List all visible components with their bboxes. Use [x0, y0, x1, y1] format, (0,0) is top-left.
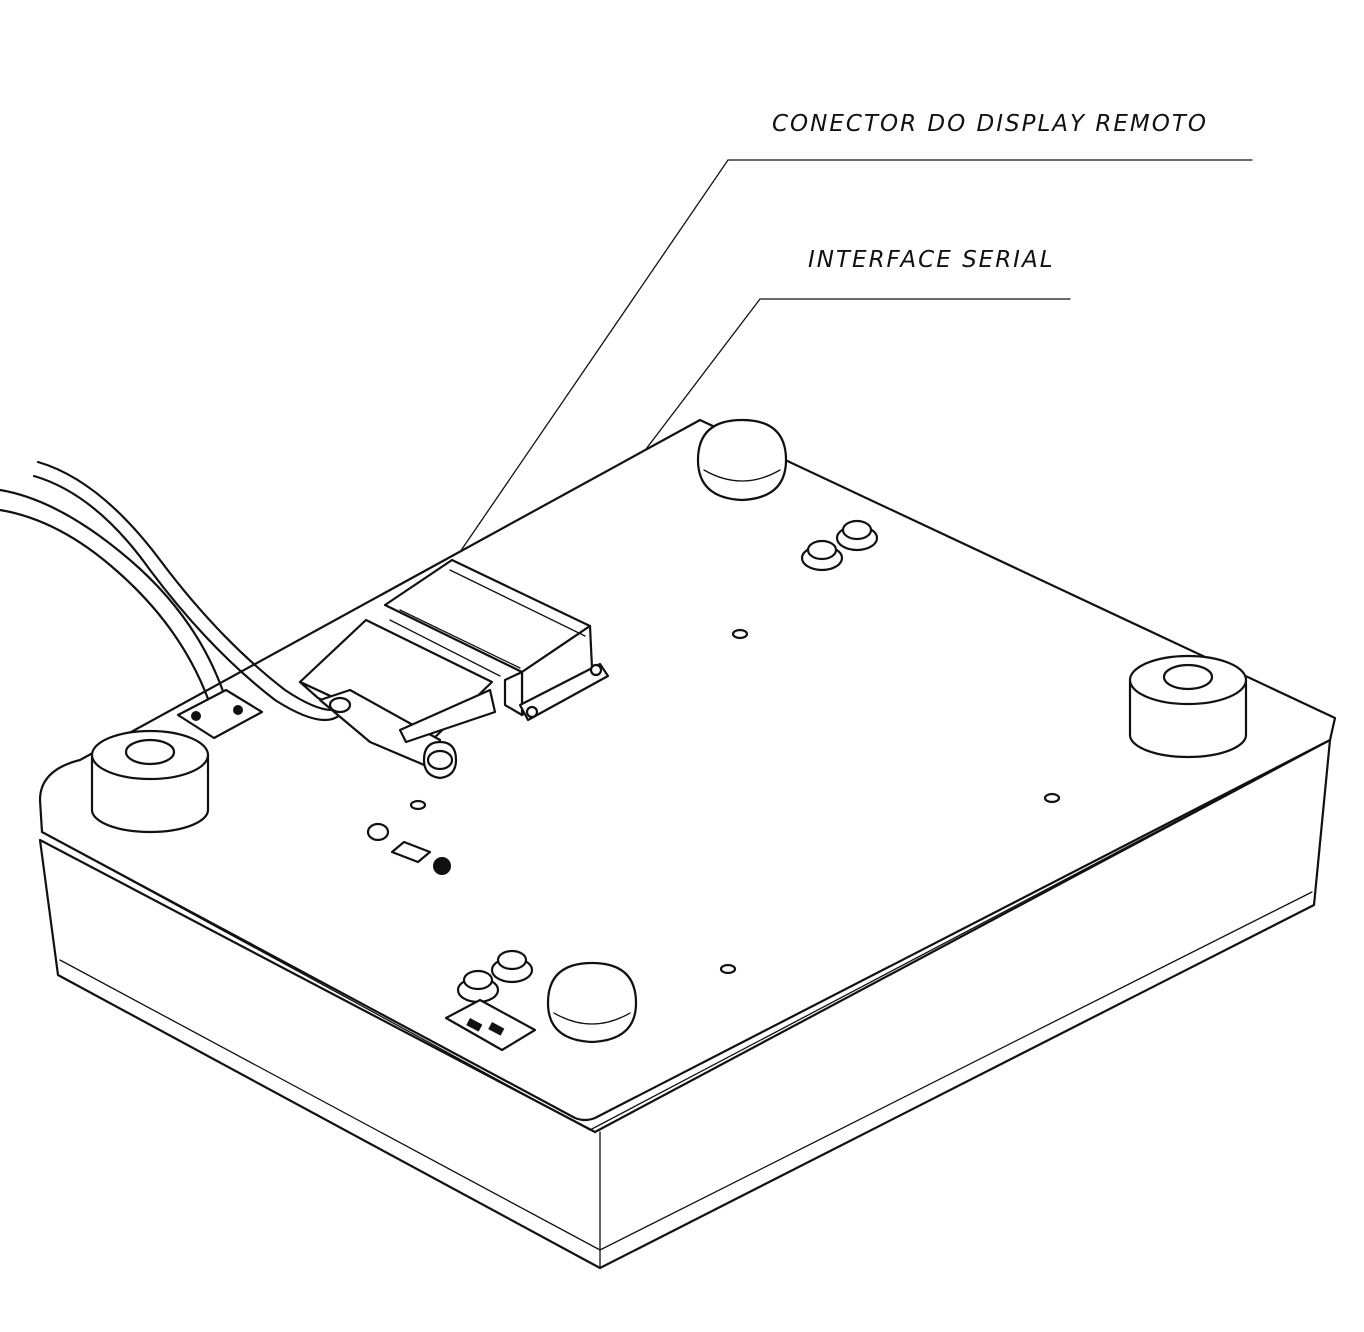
housing-top-lip [41, 739, 1331, 1131]
leader-line-remote-display [407, 159, 1253, 629]
housing-side-walls [38, 738, 1332, 1270]
power-cables [0, 460, 347, 722]
housing-top-plate [38, 418, 1337, 1122]
remote-display-connector [298, 618, 497, 780]
foot-right-cylinder [1128, 654, 1248, 759]
terminal-block-front [444, 998, 537, 1052]
foot-front-dome [546, 961, 638, 1044]
capacitors-back [800, 519, 879, 572]
foot-back-dome [696, 418, 788, 502]
callout-remote-display-connector-label: CONECTOR DO DISPLAY REMOTO [772, 111, 1208, 137]
callout-serial-interface-label: INTERFACE SERIAL [808, 247, 1055, 273]
capacitors-front [456, 949, 534, 1004]
switch-and-led [366, 822, 451, 875]
serial-interface-box [383, 558, 610, 722]
cable-clamp [176, 688, 264, 740]
mounting-holes [409, 628, 1061, 975]
foot-left-cylinder [90, 729, 210, 834]
housing [38, 418, 1337, 1270]
